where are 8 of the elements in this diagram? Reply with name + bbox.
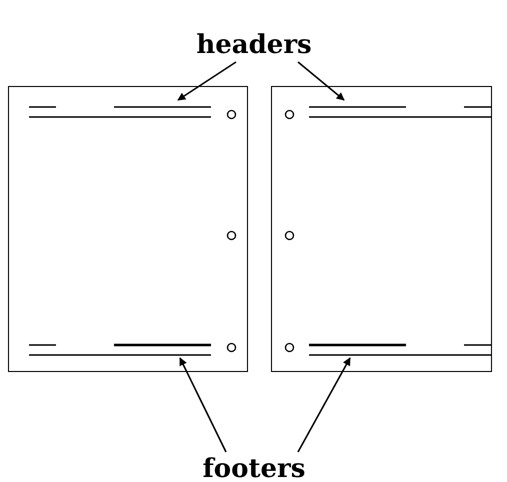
arrow <box>298 61 345 101</box>
callout-label: headers <box>196 30 312 60</box>
page <box>8 86 248 372</box>
arrow <box>177 61 236 101</box>
arrow <box>297 357 351 452</box>
page <box>271 86 492 372</box>
arrow <box>179 357 227 452</box>
callout-label: footers <box>198 454 310 482</box>
